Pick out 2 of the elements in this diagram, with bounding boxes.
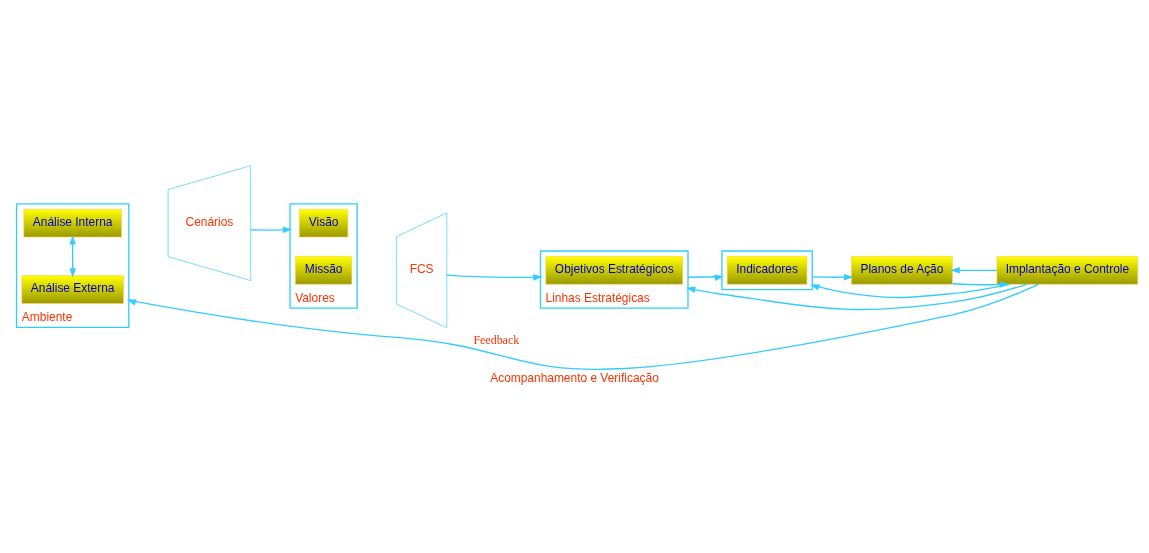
edge-label: Feedback [473,332,520,347]
caption: Acompanhamento e Verificação [490,370,659,385]
